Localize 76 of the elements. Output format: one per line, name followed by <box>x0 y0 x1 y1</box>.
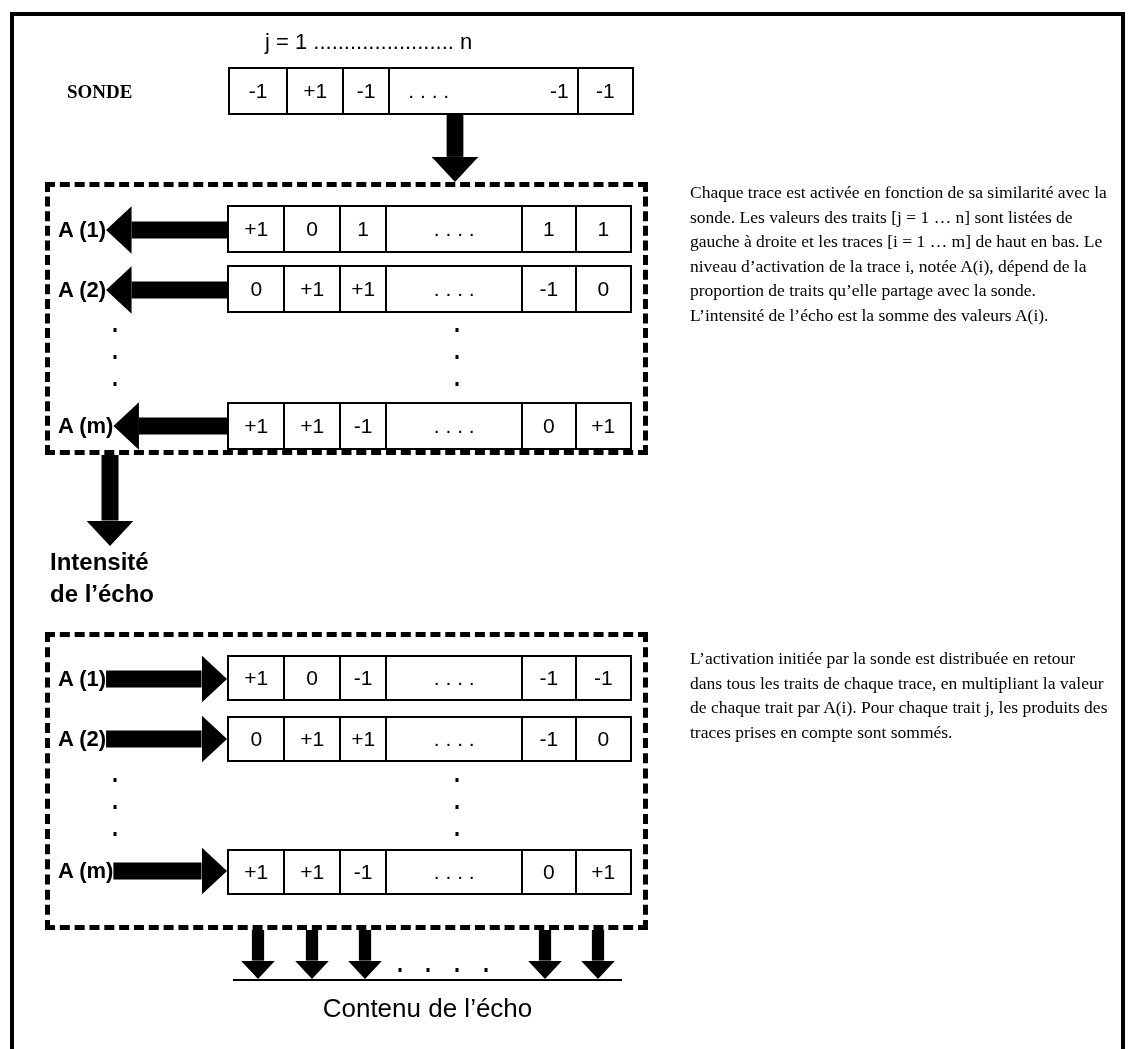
row-label: A (2) <box>58 721 107 757</box>
vector-row <box>227 265 632 313</box>
vector-cell: . . . . <box>385 718 522 760</box>
vector-cell: +1 <box>574 404 630 448</box>
vector-cell: +1 <box>283 267 339 311</box>
block-arrow <box>106 206 227 254</box>
vector-cell: -1 <box>576 69 632 113</box>
output-label: Contenu de l’écho <box>233 979 622 1035</box>
vector-cell: . . . . <box>388 69 498 113</box>
row-label: A (2) <box>58 272 107 308</box>
index-label: j = 1 ....................... n <box>265 29 473 55</box>
block-arrow <box>113 402 227 450</box>
block-arrow <box>347 930 383 979</box>
vector-row <box>227 716 632 762</box>
vector-row <box>228 67 634 115</box>
row-label: A (m) <box>58 408 114 444</box>
trace-panel <box>45 632 648 930</box>
vector-cell: . . . . <box>385 207 522 251</box>
vector-row <box>227 402 632 450</box>
vector-cell: -1 <box>521 267 575 311</box>
description-text: L’activation initiée par la sonde est distribuée en retour dans tous les traits de chaque trace, en multipliant la valeur de chaque trait par A(i). Pour chaque trait j, les produits des traces prises en compte sont sommés. <box>690 647 1109 744</box>
block-arrow <box>240 930 276 979</box>
vector-cell: +1 <box>283 404 339 448</box>
vector-cell-text: +1 <box>243 665 270 691</box>
vector-cell: . . . . <box>385 657 522 699</box>
block-arrow <box>294 930 330 979</box>
vector-cell-text: -1 <box>247 78 269 104</box>
block-arrow <box>431 115 479 182</box>
vector-cell: 0 <box>283 207 339 251</box>
block-arrow <box>86 455 134 546</box>
vector-cell: +1 <box>283 718 339 760</box>
vector-cell-text: -1 <box>548 78 570 104</box>
vector-cell-text: +1 <box>243 216 270 242</box>
vector-cell: 1 <box>338 207 386 251</box>
vector-row <box>227 205 632 253</box>
vector-cell: 0 <box>521 404 575 448</box>
vector-cell: -1 <box>338 657 386 699</box>
vector-cell: . . . . <box>385 267 522 311</box>
row-label: A (m) <box>58 853 114 889</box>
vector-cell: -1 <box>521 657 575 699</box>
vector-cell-text: +1 <box>243 413 270 439</box>
vector-cell-text: 0 <box>249 726 264 752</box>
block-arrow <box>580 930 616 979</box>
vector-cell: 0 <box>521 851 575 893</box>
vector-cell: +1 <box>574 851 630 893</box>
vector-cell-text: 0 <box>249 276 264 302</box>
vector-cell: +1 <box>286 69 342 113</box>
block-arrow <box>113 847 227 895</box>
block-arrow <box>106 655 227 703</box>
vector-cell: . . . . <box>385 851 522 893</box>
vector-cell-text: +1 <box>243 859 270 885</box>
vector-row <box>227 655 632 701</box>
vector-cell: -1 <box>574 657 630 699</box>
trace-panel <box>45 182 648 455</box>
description-text: Chaque trace est activée en fonction de sa similarité avec la sonde. Les valeurs des traits [j = 1 … n] sont listées de gauche à droite et les traces [i = 1 … m] de haut en bas. Le niveau d’activation de la trace i, notée A(i), dépend de la proportion de traits qu’elle partage avec la sonde. L’intensité de l’écho est la somme des valeurs A(i). <box>690 181 1108 327</box>
output-label: Intensité de l’écho <box>50 546 180 612</box>
vector-cell: 1 <box>574 207 630 251</box>
vector-cell: -1 <box>521 718 575 760</box>
block-arrow <box>106 266 227 314</box>
vector-cell: 1 <box>521 207 575 251</box>
vector-cell: -1 <box>341 69 389 113</box>
vector-cell: +1 <box>338 718 386 760</box>
vector-cell: 0 <box>574 718 630 760</box>
vector-cell: -1 <box>338 851 386 893</box>
block-arrow <box>106 715 227 763</box>
vector-cell: +1 <box>338 267 386 311</box>
probe-label: SONDE <box>67 81 133 103</box>
vector-cell: 0 <box>574 267 630 311</box>
block-arrow <box>527 930 563 979</box>
vector-cell: +1 <box>283 851 339 893</box>
vector-cell: -1 <box>338 404 386 448</box>
row-label: A (1) <box>58 661 107 697</box>
vector-cell: . . . . <box>385 404 522 448</box>
vector-row <box>227 849 632 895</box>
row-label: A (1) <box>58 212 107 248</box>
vector-cell: 0 <box>283 657 339 699</box>
